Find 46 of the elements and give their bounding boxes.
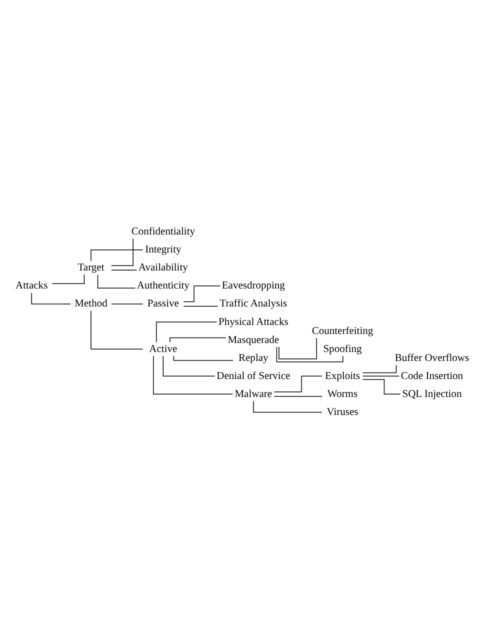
connector [31,292,71,304]
connector [162,355,216,376]
connector [90,248,144,261]
node-text: Spoofing [323,343,362,354]
connector [274,375,322,392]
node-text: Denial of Service [216,370,290,382]
node-text: Attacks [16,280,48,292]
connector [276,346,344,362]
connector [52,274,85,284]
connector [153,355,234,394]
node-text: Traffic Analysis [220,298,288,310]
connector [362,375,400,376]
connector [183,285,221,302]
connector [362,378,401,394]
connector [111,269,138,270]
node-text: Worms [327,388,358,400]
node-text: Exploits [324,370,360,382]
connector [110,238,134,266]
node-text: Integrity [145,244,182,256]
node-text: Viruses [326,406,358,418]
node-text: Target [78,262,104,274]
node-text: Availability [138,262,188,274]
node-text: Passive [147,298,179,310]
connector [173,355,234,360]
node-text: Method [74,298,108,310]
node-text: Confidentiality [131,226,196,238]
connector [253,400,322,412]
connector [170,336,226,342]
connector [90,310,144,349]
node-text: Authenticity [136,280,190,292]
node-text: Buffer Overflows [394,352,470,364]
connector [156,321,218,342]
node-text: Replay [238,352,268,364]
node-text: Counterfeiting [312,325,374,336]
node-text: Code Insertion [400,370,464,382]
node-text: Masquerade [228,334,280,346]
node-text: Eavesdropping [222,280,285,292]
node-text: Physical Attacks [218,316,288,328]
connector [183,305,218,306]
connector [97,274,136,288]
connector [278,337,317,359]
node-text: SQL Injection [402,388,462,400]
node-text: Malware [234,388,272,400]
connector [111,303,144,304]
node-text: Active [149,343,178,354]
connector [362,364,397,373]
